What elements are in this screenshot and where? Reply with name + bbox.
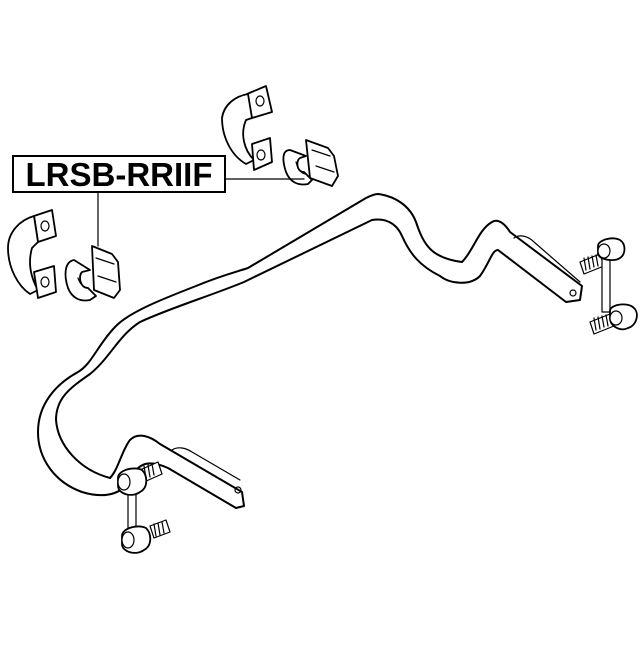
link-right: [579, 237, 638, 335]
bushing-upper: [282, 139, 339, 187]
stabilizer-bar: [37, 193, 583, 509]
part-number-label: LRSB-RRIIF: [12, 155, 226, 193]
clamp-bracket-upper: [221, 85, 273, 171]
bushing-lower: [64, 245, 121, 302]
link-left: [117, 461, 171, 554]
clamp-bracket-lower: [7, 209, 57, 299]
